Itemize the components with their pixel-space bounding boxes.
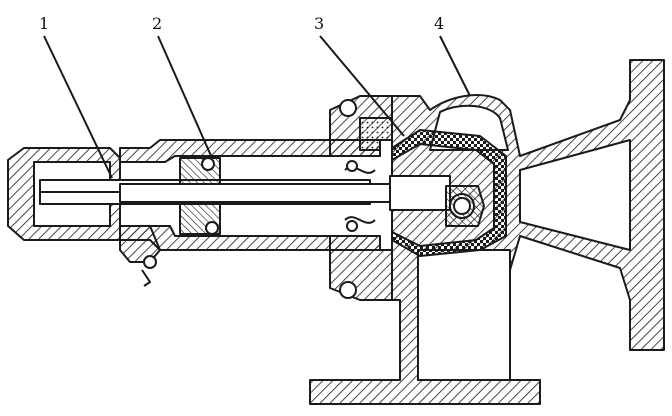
leader-4 [439, 35, 471, 97]
callout-2: 2 [152, 14, 163, 33]
valve-disc [389, 175, 451, 211]
leader-3 [319, 35, 405, 137]
leader-1 [43, 35, 113, 179]
leader-2 [157, 35, 213, 159]
callout-4: 4 [434, 14, 445, 33]
callout-3: 3 [314, 14, 325, 33]
diaphragm [391, 129, 507, 257]
callout-1: 1 [39, 14, 50, 33]
